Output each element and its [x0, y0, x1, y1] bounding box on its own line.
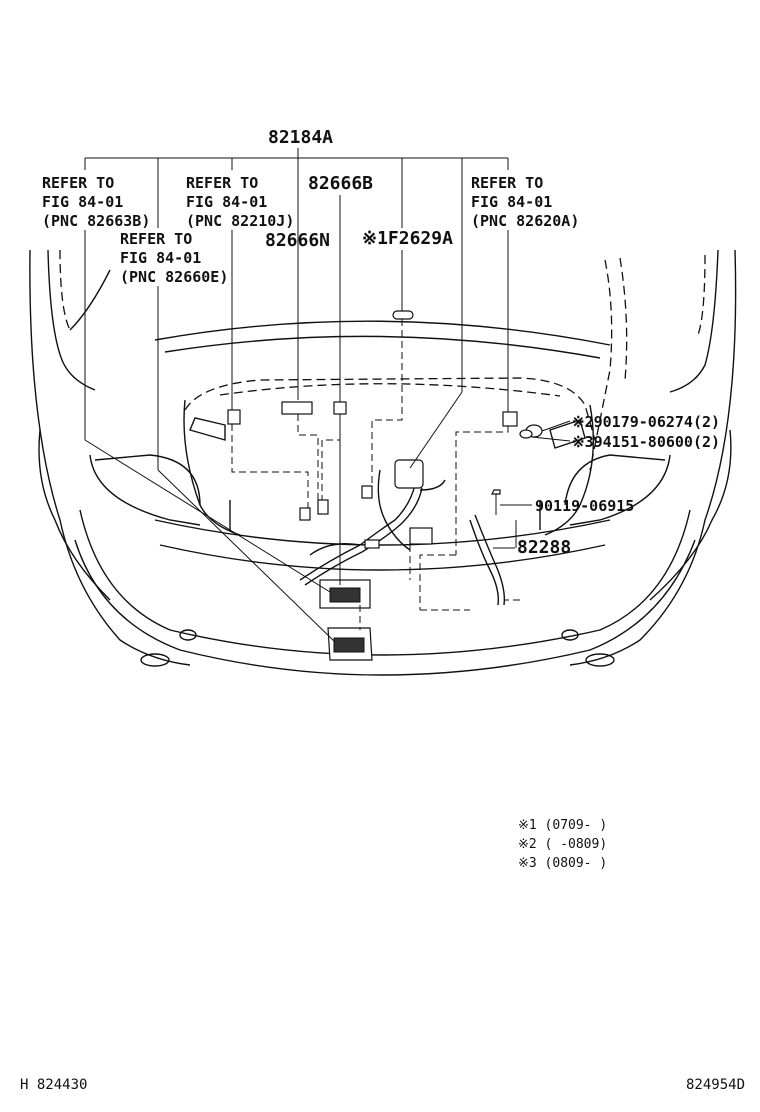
note-3: ※3 (0809- ): [518, 856, 607, 871]
footer-left-code: H 824430: [20, 1077, 87, 1093]
label-clip-90179: ※290179-06274(2): [572, 413, 720, 431]
label-f2629a: ※1F2629A: [362, 228, 453, 249]
refer-b-line1: REFER TO: [186, 174, 258, 192]
part-labels: 82184A REFER TO FIG 84-01 (PNC 82663B) R…: [42, 127, 720, 558]
refer-c-line3: (PNC 82660E): [120, 268, 228, 286]
label-bolt-90119: 90119-06915: [535, 497, 634, 515]
footer-right-code: 824954D: [686, 1077, 745, 1093]
refer-a-line1: REFER TO: [42, 174, 114, 192]
refer-c-line1: REFER TO: [120, 230, 192, 248]
label-clip-94151: ※394151-80600(2): [572, 433, 720, 451]
label-82288: 82288: [517, 537, 571, 558]
refer-d-line2: FIG 84-01: [471, 193, 552, 211]
connector-82663b: [227, 409, 241, 425]
note-2: ※2 ( -0809): [518, 837, 607, 852]
connector-82666n: [281, 401, 313, 415]
refer-d-line3: (PNC 82620A): [471, 212, 579, 230]
wire-harness: [299, 459, 506, 661]
clip-94151: [519, 429, 533, 439]
vehicle-body-outline: [29, 249, 737, 676]
note-1: ※1 (0709- ): [518, 818, 607, 833]
refer-d-line1: REFER TO: [471, 174, 543, 192]
refer-c-line2: FIG 84-01: [120, 249, 201, 267]
main-part-number: 82184A: [268, 127, 333, 148]
page-footer: H 824430 824954D: [20, 1077, 745, 1093]
leader-lines: [84, 148, 571, 643]
connector-82666b: [333, 401, 347, 415]
small-parts: [227, 310, 543, 515]
refer-a-line2: FIG 84-01: [42, 193, 123, 211]
label-82666n: 82666N: [265, 230, 330, 251]
bolt-90119: [491, 489, 501, 495]
refer-b-line3: (PNC 82210J): [186, 212, 294, 230]
clip-f2629a: [392, 310, 414, 320]
refer-b-line2: FIG 84-01: [186, 193, 267, 211]
connector-82620a: [502, 411, 518, 427]
label-82666b: 82666B: [308, 173, 373, 194]
footnotes: ※1 (0709- ) ※2 ( -0809) ※3 (0809- ): [518, 818, 607, 871]
refer-a-line3: (PNC 82663B): [42, 212, 150, 230]
